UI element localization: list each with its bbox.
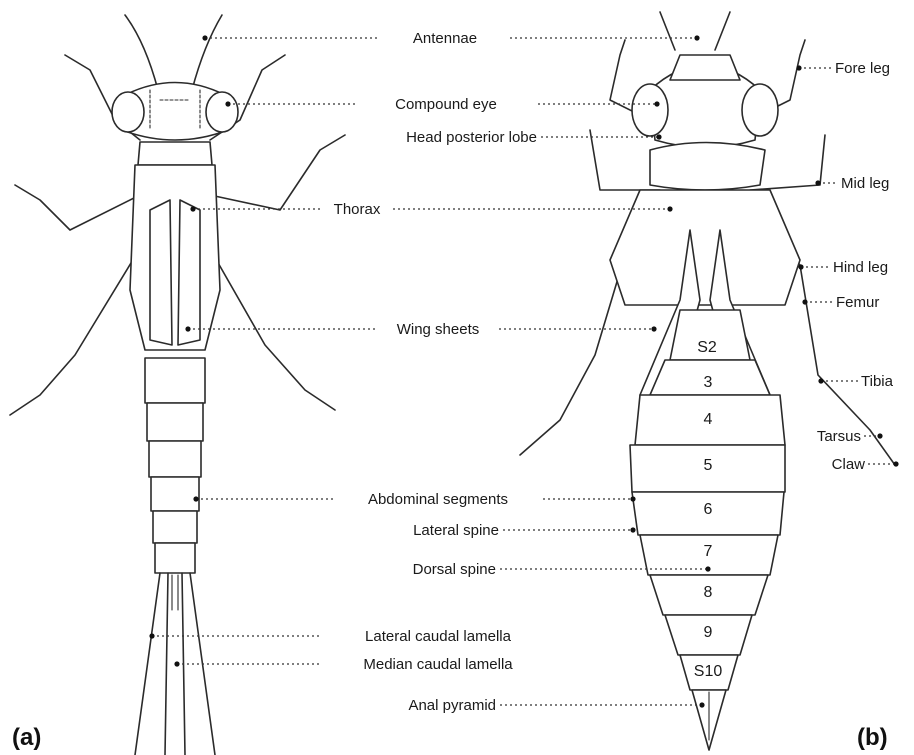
label-median-caudal-lamella: Median caudal lamella (363, 656, 513, 673)
eye-right-a (206, 92, 238, 132)
abd-seg-a2 (147, 403, 203, 441)
label-head-posterior-lobe: Head posterior lobe (406, 129, 537, 146)
segment-label-3: 3 (704, 374, 713, 391)
segment-label-7: 7 (704, 543, 713, 560)
abd-seg-a3 (149, 441, 201, 477)
label-lateral-spine: Lateral spine (413, 522, 499, 539)
midleg-left-a (15, 185, 140, 230)
segment-label-8: 8 (704, 584, 713, 601)
prothorax-b (650, 143, 765, 191)
abd-seg-a5 (153, 511, 197, 543)
hindleg-left-a (10, 240, 145, 415)
caudal-lamella-left-a (135, 573, 160, 755)
wing-sheet-right-a (178, 200, 200, 345)
label-hind-leg: Hind leg (833, 259, 888, 276)
abd-seg-a4 (151, 477, 199, 511)
thorax-b (610, 190, 800, 305)
eye-right-b (742, 84, 778, 136)
label-lateral-caudal-lamella: Lateral caudal lamella (365, 628, 512, 645)
label-thorax: Thorax (334, 201, 381, 218)
label-mid-leg: Mid leg (841, 175, 889, 192)
label-claw: Claw (832, 456, 866, 473)
label-fore-leg: Fore leg (835, 60, 890, 77)
antenna-left-a (125, 15, 158, 90)
damselfly-larva-drawing (10, 15, 345, 755)
label-femur: Femur (836, 294, 879, 311)
segment-label-9: 9 (704, 624, 713, 641)
hindleg-right-a (205, 240, 335, 410)
eye-left-b (632, 84, 668, 136)
label-abdominal-segments: Abdominal segments (368, 491, 508, 508)
panel-label-a: (a) (12, 724, 41, 751)
antenna-right-a (192, 15, 222, 90)
segment-label-4: 4 (704, 411, 713, 428)
caudal-lamella-tip-a (172, 575, 178, 610)
label-tibia: Tibia (861, 373, 894, 390)
midleg-right-a (210, 135, 345, 210)
thorax-a (130, 165, 220, 350)
eye-left-a (112, 92, 144, 132)
segment-label-6: 6 (704, 501, 713, 518)
segment-label-5: 5 (704, 457, 713, 474)
label-tarsus: Tarsus (817, 428, 861, 445)
panel-label-b: (b) (857, 724, 888, 751)
part-labels: Antennae Compound eye Head posterior lob… (334, 30, 894, 714)
labrum-b (670, 55, 740, 80)
label-anal-pyramid: Anal pyramid (408, 697, 496, 714)
label-antennae: Antennae (413, 30, 477, 47)
segment-label-s10: S10 (694, 663, 723, 680)
antenna-right-b (715, 12, 730, 50)
label-compound-eye: Compound eye (395, 96, 497, 113)
antenna-left-b (660, 12, 675, 50)
abd-seg-a1 (145, 358, 205, 403)
label-dorsal-spine: Dorsal spine (413, 561, 496, 578)
abd-seg-a6 (155, 543, 195, 573)
label-wing-sheets: Wing sheets (397, 321, 480, 338)
wing-sheet-left-a (150, 200, 172, 345)
segment-label-s2: S2 (697, 339, 717, 356)
prothorax-a (138, 142, 212, 165)
